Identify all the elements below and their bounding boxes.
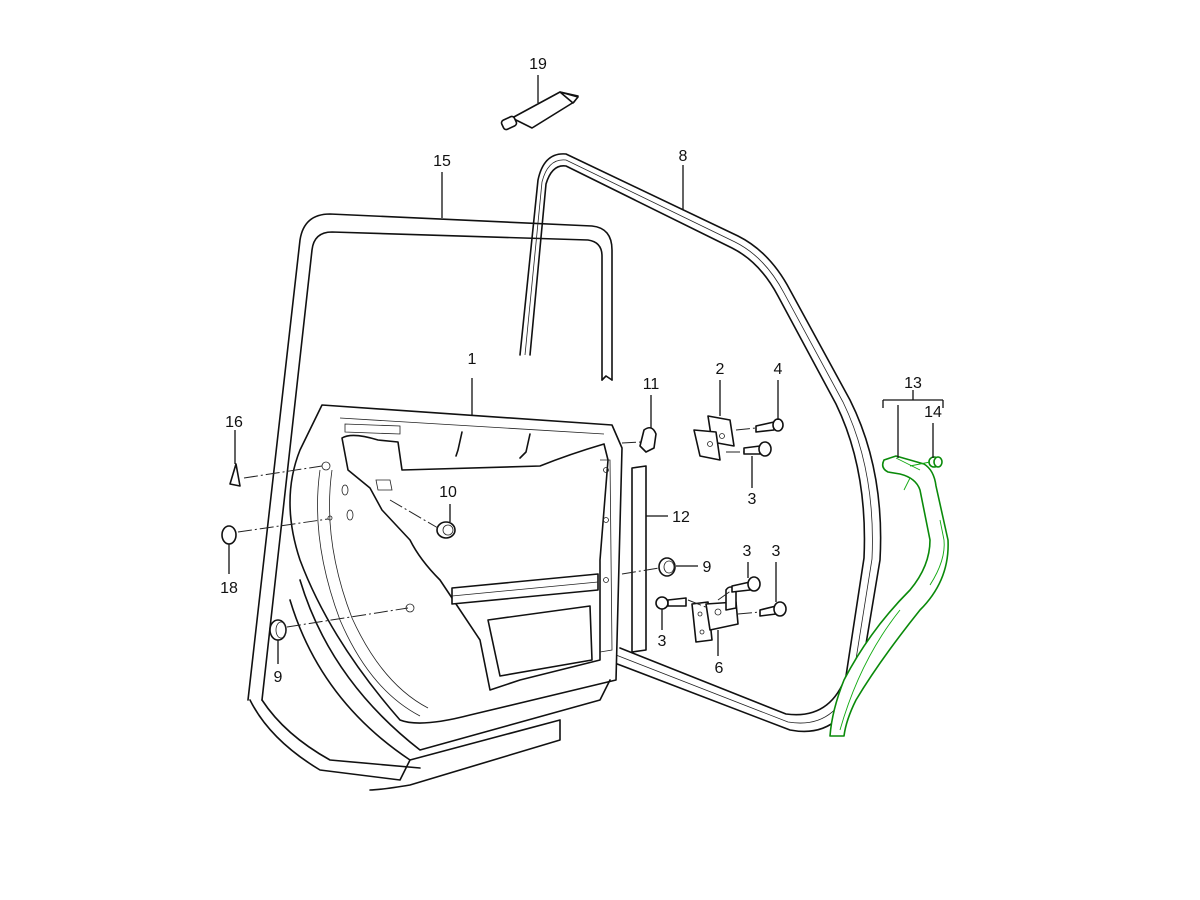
callout-3-mid[interactable]: 3	[743, 543, 752, 560]
callout-15[interactable]: 15	[433, 153, 451, 170]
part-12-pillar-seal[interactable]	[631, 465, 647, 653]
callout-2[interactable]: 2	[716, 361, 725, 378]
part-10-plug[interactable]	[436, 521, 456, 539]
part-9-plug-right[interactable]	[658, 557, 676, 577]
part-11-cap[interactable]	[639, 426, 657, 453]
callout-10[interactable]: 10	[439, 484, 457, 501]
callout-6[interactable]: 6	[715, 660, 724, 677]
callout-1[interactable]: 1	[468, 351, 477, 368]
callout-3-upper[interactable]: 3	[748, 491, 757, 508]
part-3-bolt-upper[interactable]	[743, 441, 772, 457]
part-4-bolt[interactable]	[755, 418, 784, 433]
part-3-bolt-right[interactable]	[759, 601, 787, 617]
callout-9-right[interactable]: 9	[703, 559, 712, 576]
callout-3-left[interactable]: 3	[658, 633, 667, 650]
part-14-trim-clip[interactable]	[909, 456, 943, 468]
callout-12[interactable]: 12	[672, 509, 690, 526]
part-13-wheel-arch-trim[interactable]	[829, 455, 949, 737]
part-2-upper-hinge[interactable]	[693, 415, 735, 461]
callout-labels: 19 15 8 1 11 2 4 13 14 16 3 10 12 18 3 3…	[220, 56, 942, 686]
part-19-adhesive-tube[interactable]	[500, 91, 579, 131]
callout-13-bracket	[882, 390, 944, 458]
callout-9-left[interactable]: 9	[274, 669, 283, 686]
part-16-triangle-cover[interactable]	[229, 463, 241, 487]
callout-19[interactable]: 19	[529, 56, 547, 73]
callout-11[interactable]: 11	[643, 376, 660, 393]
callout-8[interactable]: 8	[679, 148, 688, 165]
callout-18[interactable]: 18	[220, 580, 238, 597]
part-6-lower-hinge[interactable]	[691, 586, 739, 643]
callout-13[interactable]: 13	[904, 375, 922, 392]
callout-14[interactable]: 14	[924, 404, 942, 421]
part-3-bolt-mid[interactable]	[731, 576, 761, 593]
callout-16[interactable]: 16	[225, 414, 243, 431]
part-3-bolt-left[interactable]	[655, 596, 687, 610]
part-9-plug-left[interactable]	[269, 619, 287, 641]
part-18-small-plug[interactable]	[221, 525, 237, 545]
callout-3-right[interactable]: 3	[772, 543, 781, 560]
door-lower-sill	[249, 579, 611, 791]
callout-4[interactable]: 4	[774, 361, 783, 378]
part-15-window-seal[interactable]	[247, 213, 613, 701]
part-1-door-shell[interactable]	[289, 404, 623, 724]
